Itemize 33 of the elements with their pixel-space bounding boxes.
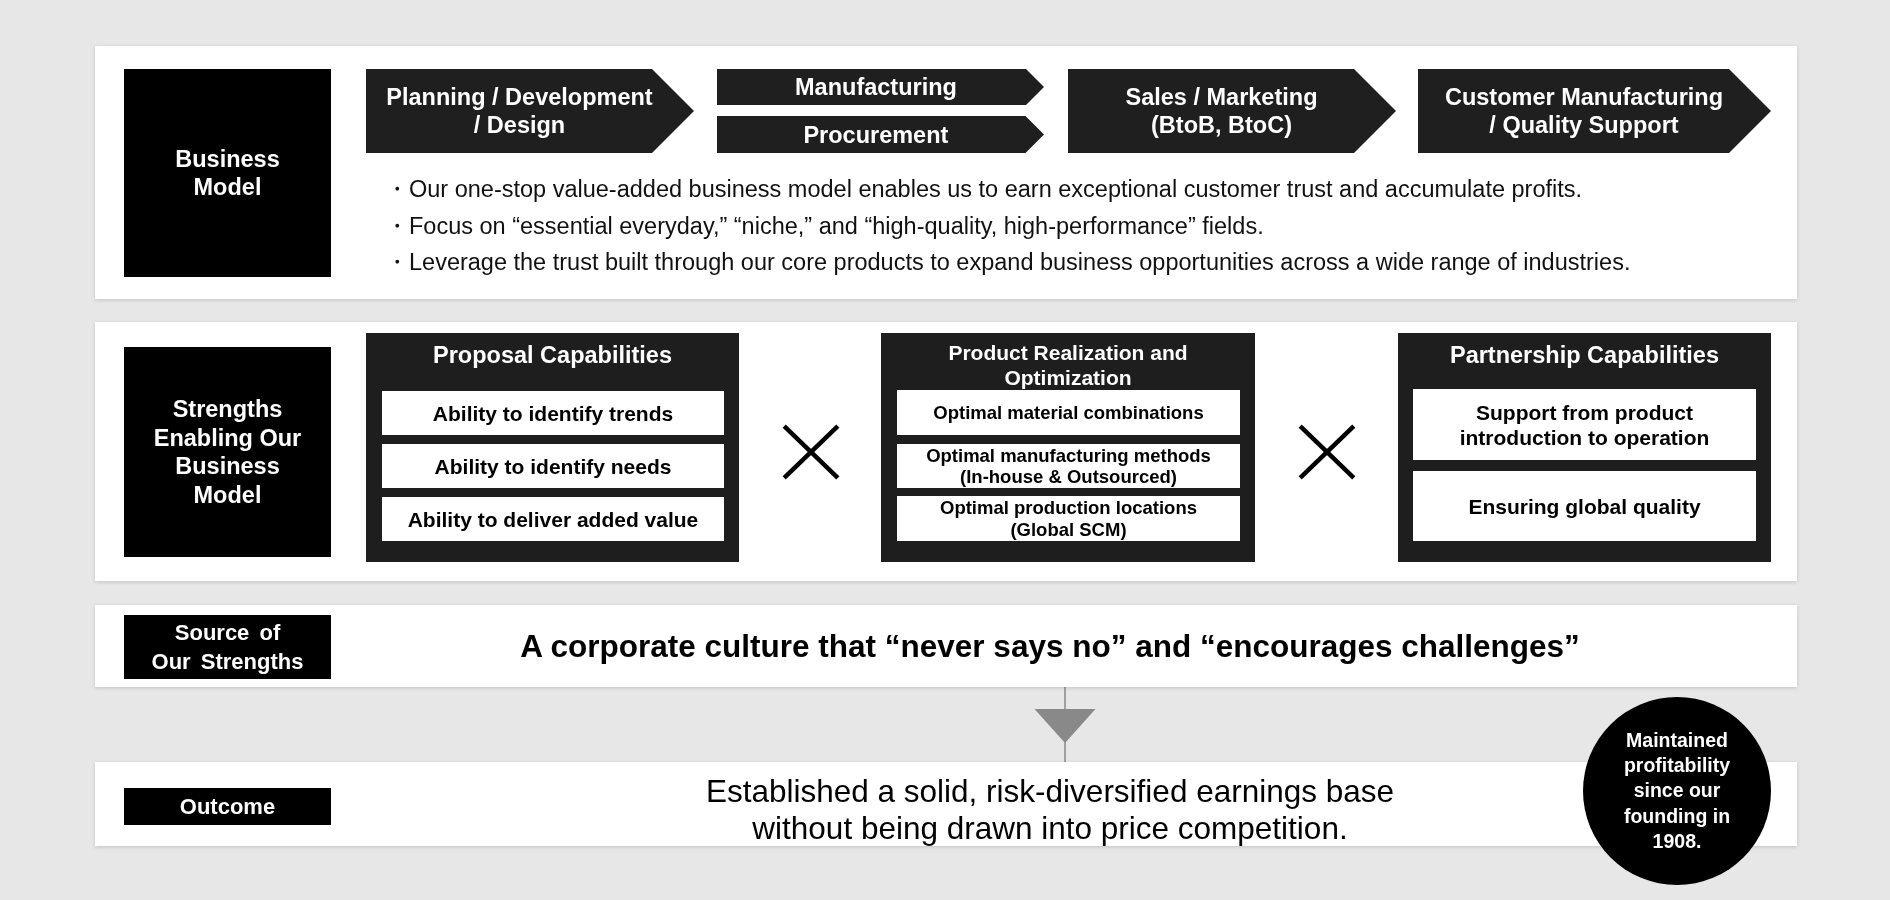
capability-item: Ability to identify trends <box>382 391 724 435</box>
chevron-step: Sales / Marketing (BtoB, BtoC) <box>1068 69 1396 153</box>
bullet-point: ・Our one-stop value-added business model enables us to earn exceptional customer trust and accumulate profits. <box>385 175 1583 204</box>
section-label: Strengths Enabling Our Business Model <box>124 347 331 557</box>
bullet-point: ・Focus on “essential everyday,” “niche,” and “high-quality, high-performance” fields. <box>385 211 1264 241</box>
panel-title: Proposal Capabilities <box>433 341 672 369</box>
capability-item: Optimal manufacturing methods (In-house & Outsourced) <box>897 444 1240 488</box>
statement-text: A corporate culture that “never says no” and “encourages challenges” <box>520 627 1580 665</box>
capability-item: Ensuring global quality <box>1413 471 1756 541</box>
section-panel <box>95 46 1797 299</box>
outcome-text: Established a solid, risk-diversified earnings base without being drawn into price competition. <box>704 772 1396 847</box>
section-panel <box>95 605 1797 687</box>
capability-item: Ability to identify needs <box>382 444 724 488</box>
capability-item: Support from product introduction to operation <box>1413 389 1756 460</box>
chevron-step: Customer Manufacturing / Quality Support <box>1418 69 1771 153</box>
capability-panel <box>1398 333 1771 562</box>
section-panel <box>95 322 1797 581</box>
capability-item: Optimal material combinations <box>897 390 1240 435</box>
panel-title: Partnership Capabilities <box>1450 341 1719 369</box>
chevron-step: Planning / Development / Design <box>366 69 694 153</box>
section-label: Outcome <box>124 788 331 825</box>
panel-title: Product Realization and Optimization <box>947 340 1189 390</box>
section-label: Business Model <box>124 69 331 277</box>
capability-panel <box>881 333 1255 562</box>
capability-item: Optimal production locations (Global SCM) <box>897 496 1240 541</box>
capability-item: Ability to deliver added value <box>382 497 724 541</box>
chevron-step: Manufacturing <box>717 69 1044 105</box>
circle-badge: Maintained profitability since our founding in 1908. <box>1583 697 1771 885</box>
bullet-point: ・Leverage the trust built through our core products to expand business opportunities across a wide range of industries. <box>385 248 1631 277</box>
capability-panel <box>366 333 739 562</box>
arrow <box>1034 686 1096 763</box>
section-label: Source of Our Strengths <box>124 615 331 679</box>
chevron-step: Procurement <box>717 116 1044 153</box>
